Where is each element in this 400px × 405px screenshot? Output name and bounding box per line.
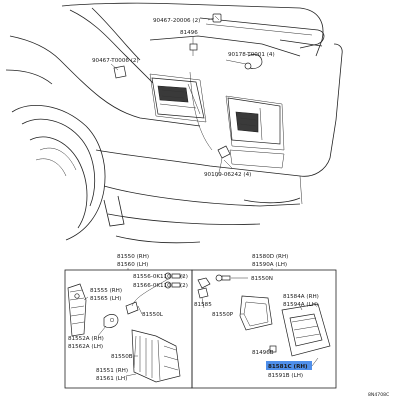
label-81552a-rh: 81552A (RH) [68, 336, 104, 342]
label-81555-rh: 81555 (RH) [90, 288, 122, 294]
lamp-lens-81555 [67, 283, 87, 337]
label-81585: 81585 [194, 302, 212, 308]
label-81581c-rh: 81581C (RH) [268, 364, 308, 370]
label-81580d-rh: 81580D (RH) [252, 254, 288, 260]
label-81550p: 81550P [212, 312, 234, 318]
socket-81566 [164, 281, 181, 289]
label-81556: 81556-0K110 [133, 274, 171, 280]
label-90467-20006: 90467-20006 (2) [153, 18, 200, 24]
label-81560-lh: 81560 (LH) [117, 262, 148, 268]
label-81562a-lh: 81562A (LH) [68, 344, 103, 350]
label-90467-t0006: 90467-T0006 (2) [92, 58, 139, 64]
bulb-81550n [197, 274, 248, 289]
label-81550-rh: 81550 (RH) [117, 254, 149, 260]
fastener-90178-t0001 [244, 62, 252, 70]
fastener-90467-20006 [212, 13, 222, 23]
gasket-81552a [103, 314, 119, 328]
label-81594a-lh: 81594A (LH) [283, 302, 318, 308]
label-81550b: 81550B [111, 354, 133, 360]
rear-combination-lamp-body-lamp [151, 77, 205, 119]
label-81584a-rh: 81584A (RH) [283, 294, 319, 300]
label-81551-rh: 81551 (RH) [96, 368, 128, 374]
label-81496-box: 81496B [252, 350, 274, 356]
label-81566-qty: (2) [180, 283, 188, 289]
back-door-lamp [227, 54, 281, 145]
label-81591b-lh: 81591B (LH) [268, 373, 303, 379]
label-81566: 81566-0K110 [133, 283, 171, 289]
fastener-90109-06242 [217, 145, 231, 159]
label-81565-lh: 81565 (LH) [90, 296, 121, 302]
connector-81550l [125, 301, 143, 315]
fastener-81496 [189, 43, 198, 56]
vehicle-illustration [5, 2, 343, 244]
label-81550n: 81550N [251, 276, 273, 282]
label-81496-top: 81496 [180, 30, 198, 36]
label-90178-t0001: 90178-T0001 (4) [228, 52, 275, 58]
highlight-81581c [266, 361, 312, 370]
label-81590a-lh: 81590A (LH) [252, 262, 287, 268]
lamp-housing-81551 [131, 329, 181, 383]
lamp-housing-81584a [281, 303, 331, 357]
label-81556-qty: (2) [180, 274, 188, 280]
label-90109-06242: 90109-06242 (4) [204, 172, 251, 178]
drawing-code: 8N4708C [368, 392, 389, 398]
socket-81585 [197, 287, 209, 309]
label-81561-lh: 81561 (LH) [96, 376, 127, 382]
right-lamp-detail-box [191, 269, 337, 389]
fastener-90467-t0006 [113, 65, 127, 79]
label-81550l: 81550L [142, 312, 164, 318]
gasket-81550p [239, 295, 273, 331]
